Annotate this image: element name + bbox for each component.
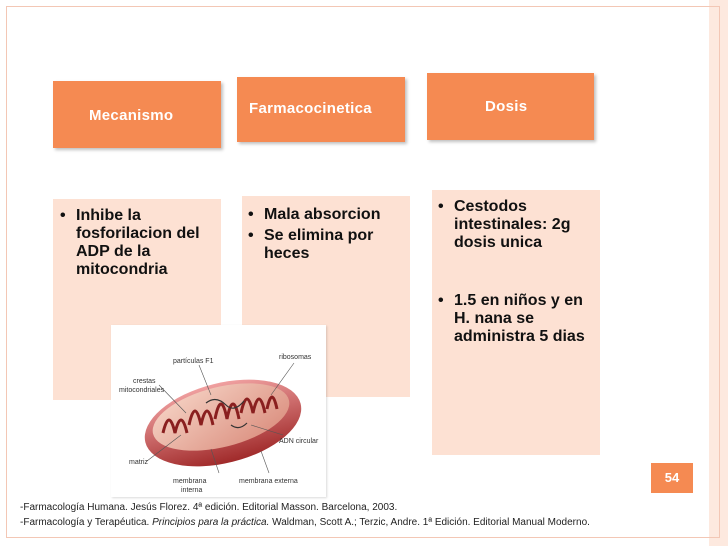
label-membrana-externa: membrana externa <box>239 478 298 485</box>
farmacocinetica-item: Se elimina por heces <box>248 227 410 263</box>
header-farmacocinetica: Farmacocinetica <box>237 77 405 142</box>
dosis-item: 1.5 en niños y en H. nana se administra … <box>438 292 594 346</box>
label-membrana-interna-1: membrana <box>173 478 207 485</box>
right-decor-band <box>709 0 728 546</box>
column-dosis: Cestodos intestinales: 2g dosis unica 1.… <box>432 190 600 455</box>
header-dosis-label: Dosis <box>485 98 528 115</box>
slide-frame <box>6 6 720 538</box>
label-crestas-1: crestas <box>133 378 156 385</box>
mitochondria-illustration: partículas F1 ribosomas crestas mitocond… <box>119 354 319 494</box>
mitochondria-shape <box>144 379 302 467</box>
references: -Farmacología Humana. Jesús Florez. 4ª e… <box>20 500 590 530</box>
header-farmacocinetica-label: Farmacocinetica <box>249 100 372 117</box>
reference-1: -Farmacología Humana. Jesús Florez. 4ª e… <box>20 502 398 513</box>
column-mecanismo: Inhibe la fosforilacion del ADP de la mi… <box>53 199 221 400</box>
reference-2-prefix: -Farmacología y Terapéutica. <box>20 517 153 528</box>
mecanismo-item: Inhibe la fosforilacion del ADP de la mi… <box>60 207 221 279</box>
reference-2-rest: Waldman, Scott A.; Terzic, Andre. 1ª Edi… <box>269 517 590 528</box>
reference-2: -Farmacología y Terapéutica. Principios … <box>20 515 590 530</box>
label-crestas-2: mitocondriales <box>119 387 165 394</box>
label-matriz: matriz <box>129 459 149 466</box>
header-dosis: Dosis <box>427 73 594 140</box>
header-mecanismo-label: Mecanismo <box>89 107 174 124</box>
page-number: 54 <box>651 463 693 493</box>
mitochondria-figure: partículas F1 ribosomas crestas mitocond… <box>111 325 326 497</box>
header-mecanismo: Mecanismo <box>53 81 221 148</box>
label-adn: ADN circular <box>279 438 319 445</box>
label-membrana-interna-2: interna <box>181 487 203 494</box>
reference-2-title: Principios para la práctica. <box>152 517 270 528</box>
label-particulas: partículas F1 <box>173 358 214 365</box>
dosis-item: Cestodos intestinales: 2g dosis unica <box>438 198 594 252</box>
farmacocinetica-item: Mala absorcion <box>248 206 410 224</box>
label-ribosomas: ribosomas <box>279 354 312 361</box>
